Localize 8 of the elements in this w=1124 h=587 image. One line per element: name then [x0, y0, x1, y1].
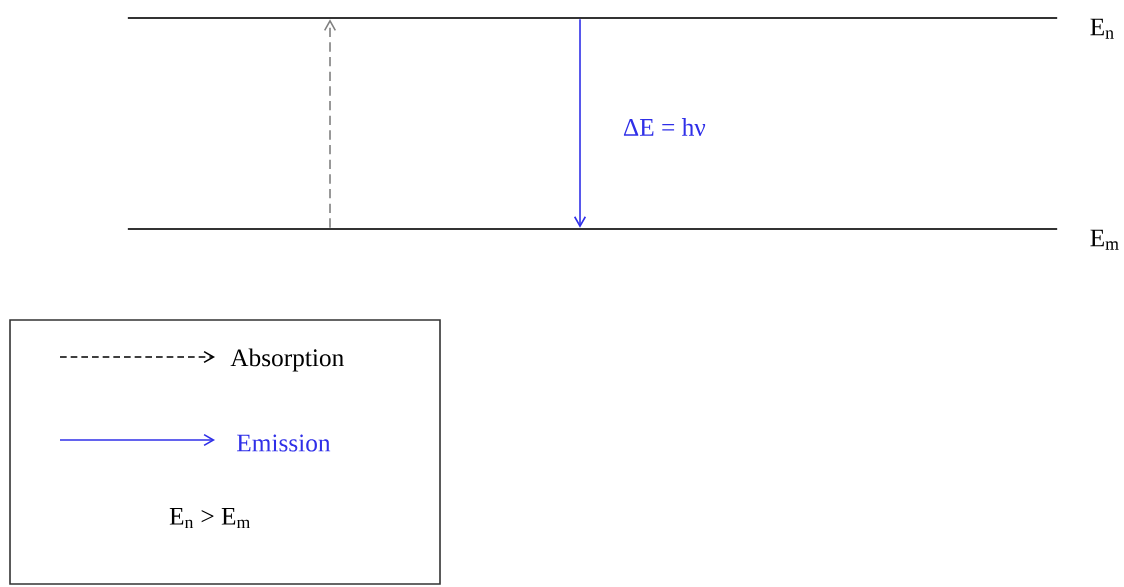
- arrow: [573, 18, 587, 228]
- legend-text: Absorption: [230, 348, 344, 372]
- inequality-text: E$_{n}$ > E$_{m}$: [169, 508, 250, 529]
- legend-text: Emission: [237, 434, 331, 452]
- edge-label: ΔE = hν: [620, 115, 709, 139]
- energy-level-line: E$_{m}$: [127, 227, 1119, 250]
- energy-level-line: E$_{n}$: [127, 16, 1114, 39]
- arrow: [323, 19, 337, 229]
